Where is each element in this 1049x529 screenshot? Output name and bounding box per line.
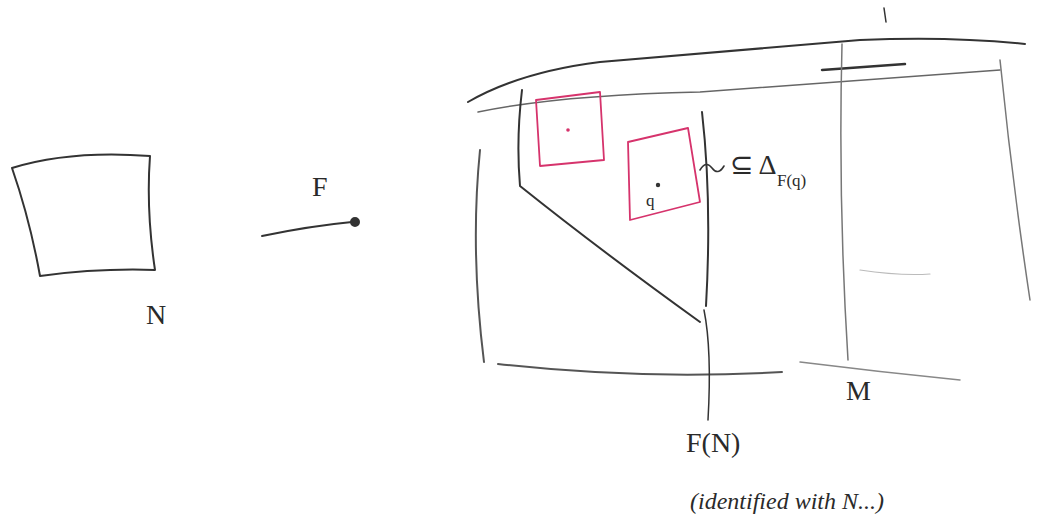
box-bottom-right [800,362,960,380]
surface-fn [518,90,700,322]
submanifold-name: F(N) [686,428,740,459]
box-top-inner [478,70,1000,112]
leader-fn [704,310,709,420]
point-q [656,183,660,187]
point-name: q [646,192,655,211]
plane [628,128,700,220]
note: (identified with N...) [690,488,884,514]
surface-n [12,155,155,277]
box-tick [884,8,886,22]
squiggle [700,164,724,171]
box-right [1000,60,1030,300]
box-left [476,150,484,362]
map-arrow [262,222,352,236]
map-name: F [312,172,328,203]
box-faint [860,270,930,275]
box-bottom [498,364,782,375]
relation: ⊆ Δ [730,150,776,181]
surface-fn-right [702,112,708,306]
plane [536,92,604,166]
plane-dot [566,128,570,132]
space-name: M [846,376,871,407]
subscript: F(q) [777,172,806,191]
box-top [468,39,1025,102]
box-mid [841,44,848,360]
space-name: N [146,300,166,331]
box-top-mark [822,64,905,70]
arrow-dot [351,218,359,226]
